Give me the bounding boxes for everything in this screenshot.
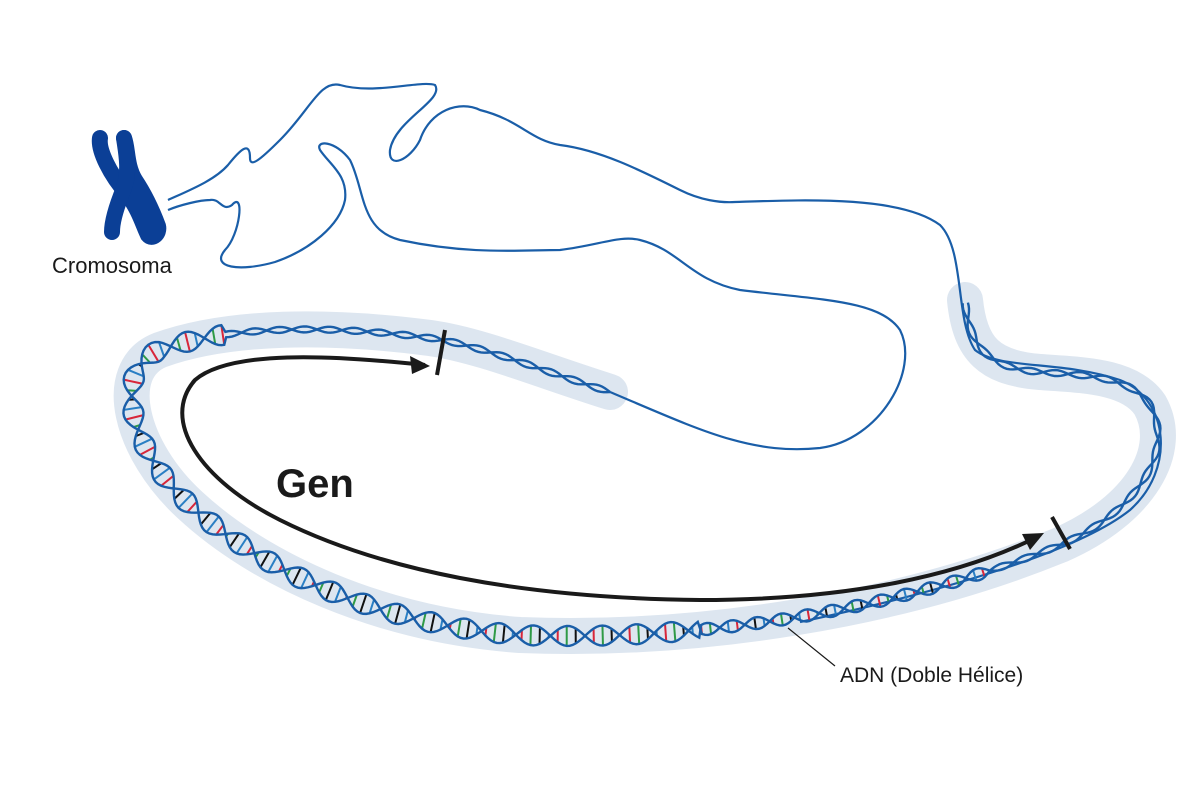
base-pair <box>972 569 978 581</box>
base-pair <box>833 604 838 616</box>
base-pair <box>850 601 855 613</box>
base-pair <box>141 353 151 364</box>
base-pair <box>228 532 240 548</box>
base-pair <box>127 368 145 378</box>
base-pair <box>151 462 162 471</box>
gene-start-marker <box>435 329 447 376</box>
base-pair <box>980 568 986 578</box>
base-pair <box>351 594 358 607</box>
base-pair <box>456 618 462 637</box>
base-pair <box>235 536 249 554</box>
base-pair <box>394 604 402 624</box>
base-pair <box>134 437 153 448</box>
gene-label: Gen <box>276 462 354 506</box>
base-pair <box>492 623 497 643</box>
base-pair <box>158 341 166 358</box>
base-pair <box>501 624 506 643</box>
base-pair <box>153 466 171 481</box>
base-pair <box>211 328 217 345</box>
chromosome-icon <box>91 130 167 245</box>
dna-double-helix <box>122 302 1162 648</box>
base-pair <box>193 332 199 347</box>
base-pair <box>779 613 784 626</box>
base-pair <box>125 414 144 421</box>
base-pair <box>324 581 335 601</box>
base-pair <box>318 582 325 593</box>
base-pair <box>186 500 198 513</box>
base-pair <box>628 626 632 643</box>
base-pair <box>672 622 677 642</box>
base-pair <box>160 475 175 487</box>
base-pair <box>601 625 604 646</box>
base-pair <box>215 524 225 536</box>
base-pair <box>824 607 829 617</box>
base-pair <box>300 571 310 589</box>
dna-leader-line <box>787 627 836 667</box>
base-pair <box>334 586 342 603</box>
base-pair <box>403 610 409 623</box>
arrowhead-icon <box>410 356 430 374</box>
base-pair <box>529 625 533 646</box>
base-pair <box>259 551 271 568</box>
base-pair <box>220 325 226 345</box>
base-pair <box>123 406 142 411</box>
base-pair <box>421 612 427 629</box>
gene-end-marker <box>1050 516 1072 550</box>
dna-label: ADN (Doble Hélice) <box>840 664 1023 687</box>
base-pair <box>902 588 908 601</box>
base-pair <box>205 515 220 533</box>
base-pair <box>439 619 444 630</box>
base-pair <box>876 595 882 607</box>
arrowhead-icon <box>1022 533 1044 550</box>
gene-arrow <box>180 329 1072 603</box>
base-pair <box>173 489 185 500</box>
chromatin-fiber-branch <box>167 142 907 451</box>
base-pair <box>184 331 191 352</box>
base-pair <box>200 512 212 526</box>
base-pair <box>929 582 934 594</box>
base-pair <box>429 612 436 633</box>
base-pair <box>123 378 143 385</box>
base-pair <box>753 617 757 630</box>
dna-backbone-strand <box>122 302 1162 648</box>
chromosome-label: Cromosoma <box>52 253 173 278</box>
base-pair <box>955 575 960 587</box>
base-pair <box>708 623 713 635</box>
base-pair <box>139 445 156 456</box>
base-pair <box>637 624 641 645</box>
base-pair <box>664 623 668 642</box>
base-pair <box>291 567 302 586</box>
base-pair <box>646 628 649 640</box>
base-pair <box>806 609 811 622</box>
base-pair <box>465 619 471 639</box>
base-pair <box>267 555 279 573</box>
base-pair <box>177 492 194 509</box>
base-pair <box>359 593 368 614</box>
base-pair <box>368 599 376 614</box>
base-pair <box>147 344 160 363</box>
base-pair <box>246 545 253 555</box>
base-pair <box>726 621 730 633</box>
base-pair <box>946 578 952 589</box>
base-pair <box>175 337 182 351</box>
base-pair <box>735 620 739 631</box>
base-pair <box>386 604 393 619</box>
base-pair <box>859 600 864 610</box>
dna-backbone-strand <box>122 303 1161 647</box>
dna-highlight-band <box>113 282 1176 654</box>
